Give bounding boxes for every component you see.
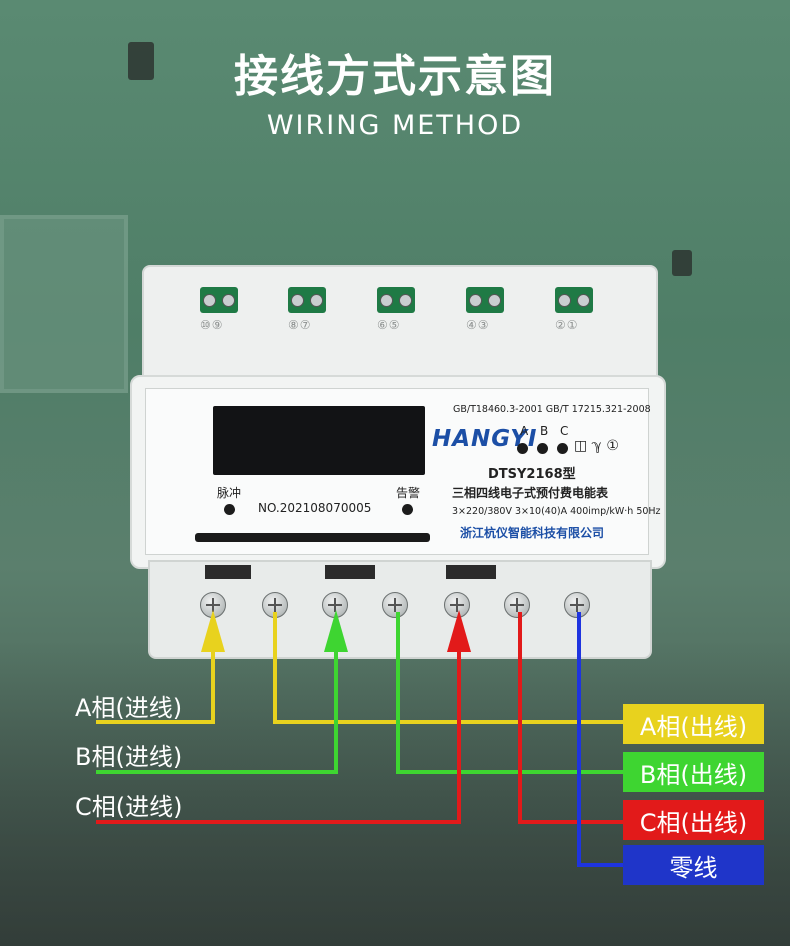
phase-c-output-wire [518,612,623,824]
background-floor [0,640,790,946]
company-name: 浙江杭仪智能科技有限公司 [460,526,605,540]
meter-spec: 3×220/380V 3×10(40)A 400imp/kW·h 50Hz [452,506,661,517]
phase-c-indicator-label: C [560,424,569,438]
terminal-screw-4 [382,592,408,618]
terminal-number-label: ⑧⑦ [288,318,312,332]
terminal-strip [446,565,496,579]
background-window [0,215,128,393]
phase-b-input-wire [96,650,338,774]
alarm-led [402,504,413,515]
neutral-output-label: 零线 [623,845,764,885]
phase-a-input-wire [96,650,215,724]
phase-b-led [537,443,548,454]
terminal-strip [325,565,375,579]
phase-a-led [517,443,528,454]
phase-b-input-arrow [324,610,348,652]
phase-a-input-arrow [201,610,225,652]
top-terminal-block [466,287,504,313]
serial-number: NO.202108070005 [258,501,372,515]
model-number: DTSY2168型 [488,467,576,482]
terminal-number-label: ②① [555,318,579,332]
phase-a-output-label: A相(出线) [623,704,764,744]
phase-c-input-label: C相(进线) [75,793,183,821]
phase-c-input-arrow [447,610,471,652]
card-slot [195,533,430,542]
phase-a-indicator-label: A [520,424,529,438]
phase-a-input-label: A相(进线) [75,694,183,722]
phase-c-output-label: C相(出线) [623,800,764,840]
top-terminal-block [555,287,593,313]
top-terminal-block [200,287,238,313]
terminal-number-label: ④③ [466,318,490,332]
background-lamp [672,250,692,276]
top-terminal-block [288,287,326,313]
phase-c-led [557,443,568,454]
page-subtitle: WIRING METHOD [266,110,524,141]
top-terminal-block [377,287,415,313]
background-lamp [128,42,154,80]
phase-b-output-label: B相(出线) [623,752,764,792]
pulse-led [224,504,235,515]
phase-c-input-wire [96,650,461,824]
terminal-strip [205,565,251,579]
terminal-number-label: ⑩⑨ [200,318,224,332]
phase-b-output-wire [396,612,623,774]
phase-b-indicator-label: B [540,424,549,438]
terminal-number-label: ⑥⑤ [377,318,401,332]
meter-symbols: ◫ ℽ ① [574,438,619,454]
meter-description: 三相四线电子式预付费电能表 [452,486,609,500]
neutral-wire [577,612,623,867]
page-title: 接线方式示意图 [234,51,556,102]
phase-a-output-wire [273,612,623,724]
pulse-label: 脉冲 [217,486,242,500]
standards-text: GB/T18460.3-2001 GB/T 17215.321-2008 [453,404,651,415]
alarm-label: 告警 [396,486,421,500]
terminal-screw-6 [504,592,530,618]
phase-b-input-label: B相(进线) [75,743,183,771]
lcd-display [213,406,425,475]
